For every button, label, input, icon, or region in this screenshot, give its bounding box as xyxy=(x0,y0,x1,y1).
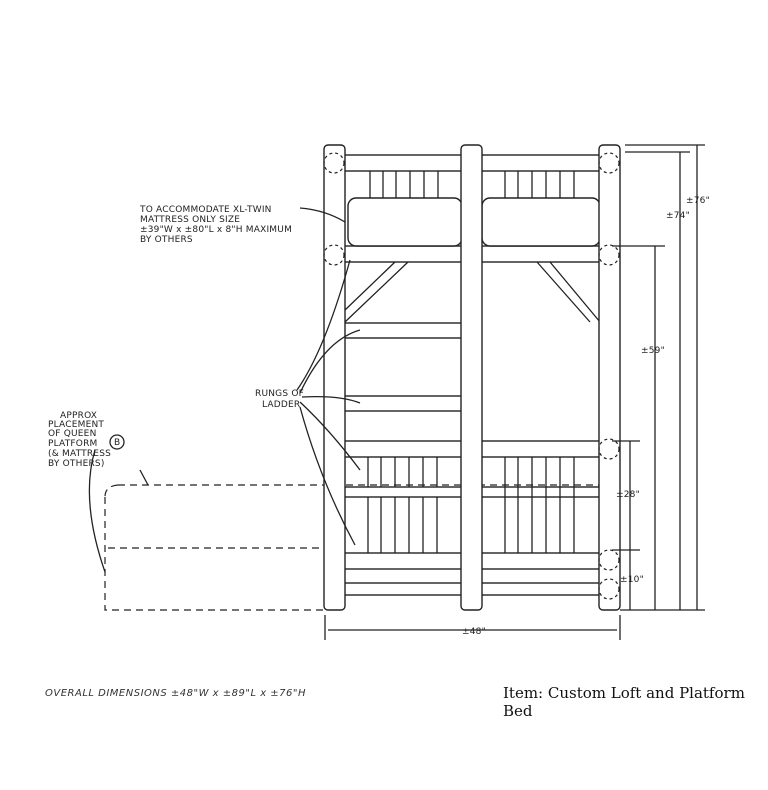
dim-width: ±48" xyxy=(462,627,486,637)
corner-braces xyxy=(344,261,601,323)
mattress-note-line: MATTRESS ONLY SIZE xyxy=(140,215,240,225)
platform-note-line: OF QUEEN xyxy=(48,429,97,439)
dim-overall-height: ±76" xyxy=(686,196,710,206)
mattress-note-line: ±39"W x ±80"L x 8"H MAXIMUM xyxy=(140,225,292,235)
dimension-lines xyxy=(324,144,705,640)
rungs-note-line: RUNGS OF xyxy=(255,389,304,399)
platform-note-line: PLACEMENT xyxy=(48,420,104,430)
mattress-note-line: BY OTHERS xyxy=(140,235,193,245)
platform-badge-circle xyxy=(109,434,125,450)
platform-badge: B xyxy=(114,438,120,448)
rungs-note-line: LADDER xyxy=(262,400,300,410)
dim-lower-rail: ±28" xyxy=(616,490,640,500)
posts xyxy=(323,144,621,611)
platform-note-line: BY OTHERS) xyxy=(48,459,105,469)
dim-loft-top: ±74" xyxy=(666,211,690,221)
overall-dimensions: OVERALL DIMENSIONS ±48"W x ±89"L x ±76"H xyxy=(45,688,307,699)
platform-note-line: PLATFORM xyxy=(48,439,97,449)
item-title: Item: Custom Loft and Platform Bed xyxy=(503,684,745,720)
queen-platform-outline xyxy=(104,484,600,611)
leader-lines xyxy=(88,207,361,573)
loft-mattress xyxy=(347,197,463,247)
platform-note-line: (& MATTRESS xyxy=(48,449,111,459)
mattress-note-line: TO ACCOMMODATE XL-TWIN xyxy=(139,205,272,215)
dim-loft-support: ±59" xyxy=(641,346,665,356)
platform-note-line: APPROX xyxy=(60,411,97,421)
dim-bottom-rail: ±10" xyxy=(620,575,644,585)
